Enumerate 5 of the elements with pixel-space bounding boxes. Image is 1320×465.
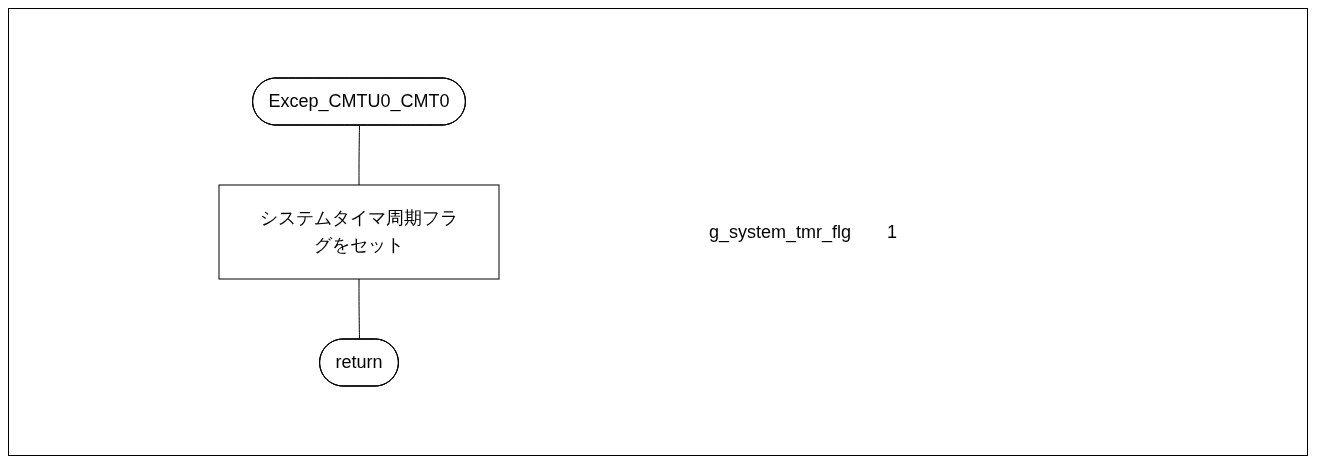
connector — [358, 278, 360, 340]
connector — [358, 125, 360, 186]
assignment-note: g_system_tmr_flg — [709, 221, 852, 243]
assignment-note: 1 — [887, 221, 898, 243]
node-box: システムタイマ周期フラグをセット — [218, 184, 500, 280]
